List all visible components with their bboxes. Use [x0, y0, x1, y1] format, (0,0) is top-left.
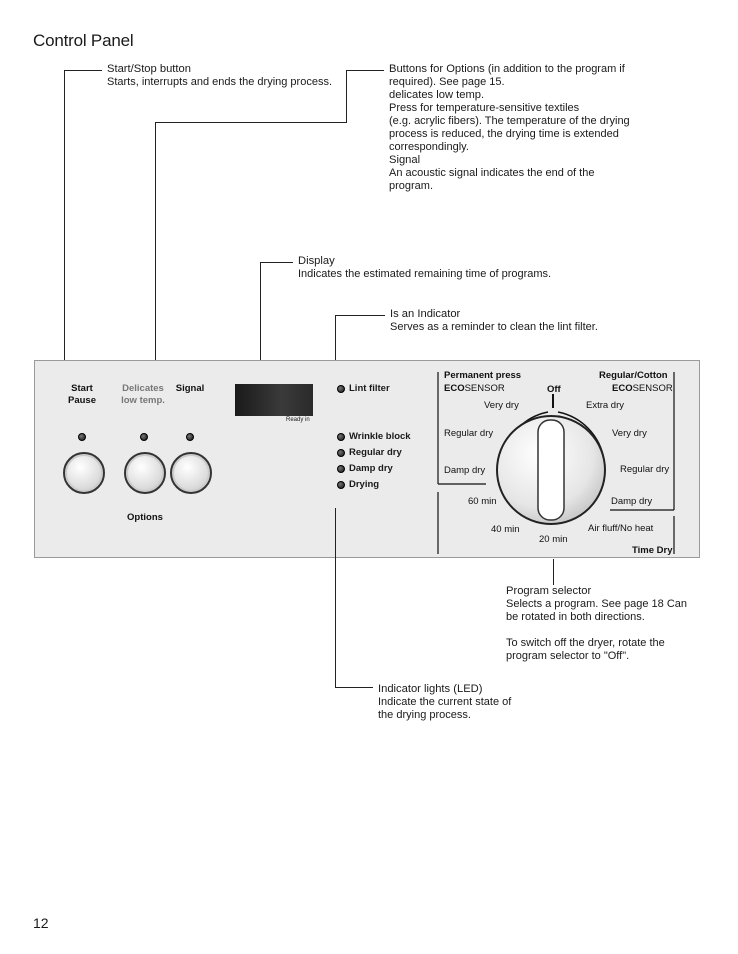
dial-very-dry-left: Very dry [484, 400, 519, 411]
delicates-label-line2: low temp. [121, 395, 165, 406]
delicates-button[interactable] [124, 452, 166, 494]
indicator-row: Wrinkle block [337, 431, 411, 442]
callout-options: Buttons for Options (in addition to the … [389, 63, 689, 193]
signal-led-icon [186, 433, 194, 441]
lint-filter-label: Lint filter [349, 383, 390, 394]
callout-delicates-line: (e.g. acrylic fibers). The temperature o… [389, 115, 630, 127]
callout-indicator-title: Is an Indicator [390, 308, 461, 320]
dial-extra-dry: Extra dry [586, 400, 625, 411]
indicator-label: Drying [349, 479, 380, 490]
callout-display: Display Indicates the estimated remainin… [298, 255, 551, 281]
callout-options-note: (in addition to the program if [487, 63, 625, 75]
eco-label: ECO [444, 383, 465, 394]
callout-program-selector-line: be rotated in both directions. [506, 611, 645, 623]
dial-20-min: 20 min [539, 534, 568, 545]
dial-regular-dry-left: Regular dry [444, 428, 494, 439]
dial-very-dry-right: Very dry [612, 428, 647, 439]
callout-program-selector-line: program selector to "Off". [506, 650, 630, 662]
callout-program-selector: Program selector Selects a program. See … [506, 585, 706, 663]
dial-air-fluff: Air fluff/No heat [588, 523, 654, 534]
options-label: Options [127, 512, 163, 523]
start-pause-label: Start Pause [60, 383, 104, 407]
callout-display-title: Display [298, 255, 335, 267]
callout-signal-line: An acoustic signal indicates the end of … [389, 167, 595, 179]
leader-line [260, 262, 261, 373]
indicator-label: Damp dry [349, 463, 393, 474]
callout-signal-title: Signal [389, 154, 421, 166]
delicates-label-line1: Delicates [122, 383, 164, 394]
callout-display-text: Indicates the estimated remaining time o… [298, 268, 552, 280]
time-display [235, 384, 313, 416]
leader-line [346, 70, 347, 123]
delicates-label: Delicates low temp. [116, 383, 170, 407]
lint-filter-indicator: Lint filter [337, 383, 390, 394]
eco-label: ECO [612, 383, 633, 394]
leader-line [155, 122, 156, 373]
page-title: Control Panel [33, 31, 134, 50]
callout-led-line: Indicate the current state of [378, 696, 512, 708]
indicator-row: Regular dry [337, 447, 402, 458]
damp-dry-led-icon [337, 464, 345, 473]
callout-indicator-text: Serves as a reminder to clean the lint f… [390, 321, 598, 333]
callout-delicates-title: delicates low temp. [389, 89, 485, 101]
dial-damp-dry-left: Damp dry [444, 465, 486, 476]
wrinkle-block-led-icon [337, 432, 345, 441]
leader-line [64, 70, 65, 373]
delicates-led-icon [140, 433, 148, 441]
dial-damp-dry-right: Damp dry [611, 496, 653, 507]
callout-program-selector-line: Selects a program. See page 18 Can [506, 598, 688, 610]
callout-indicator: Is an Indicator Serves as a reminder to … [390, 308, 598, 334]
dial-right-ecosensor: ECOSENSOR [612, 383, 673, 394]
leader-line [335, 315, 336, 373]
start-pause-button[interactable] [63, 452, 105, 494]
dial-regular-dry-right: Regular dry [620, 464, 670, 475]
leader-line [64, 70, 102, 71]
callout-delicates-line: Press for temperature-sensitive textiles [389, 102, 580, 114]
callout-options-title: Buttons for Options [389, 63, 485, 75]
dial-time-dry: Time Dry [632, 545, 673, 556]
indicator-row: Damp dry [337, 463, 393, 474]
callout-led-title: Indicator lights (LED) [378, 683, 483, 695]
lint-filter-led-icon [337, 384, 345, 393]
leader-line [553, 559, 554, 585]
signal-label: Signal [175, 383, 205, 394]
dial-left-header: Permanent press [444, 370, 522, 381]
indicator-label: Wrinkle block [349, 431, 411, 442]
leader-line [335, 687, 373, 688]
pause-label: Pause [68, 395, 96, 406]
callout-led: Indicator lights (LED) Indicate the curr… [378, 683, 558, 722]
callout-signal-line: program. [389, 180, 434, 192]
callout-led-line: the drying process. [378, 709, 471, 721]
leader-line [155, 122, 347, 123]
callout-start-stop-title: Start/Stop button [107, 63, 191, 75]
dial-off: Off [547, 384, 561, 395]
callout-program-selector-title: Program selector [506, 585, 592, 597]
leader-line [260, 262, 293, 263]
leader-line [346, 70, 384, 71]
callout-start-stop: Start/Stop button Starts, interrupts and… [107, 63, 332, 89]
dial-right-header: Regular/Cotton [599, 370, 668, 381]
program-selector-dial[interactable] [495, 414, 607, 526]
dial-left-ecosensor: ECOSENSOR [444, 383, 505, 394]
signal-button[interactable] [170, 452, 212, 494]
callout-program-selector-line: To switch off the dryer, rotate the [506, 637, 665, 649]
callout-start-stop-text: Starts, interrupts and ends the drying p… [107, 76, 333, 88]
sensor-label: SENSOR [632, 383, 673, 394]
dial-40-min: 40 min [491, 524, 520, 535]
display-caption: Ready in [286, 417, 310, 423]
indicator-row: Drying [337, 479, 379, 490]
callout-delicates-line: correspondingly. [389, 141, 469, 153]
leader-line [335, 508, 336, 687]
regular-dry-led-icon [337, 448, 345, 457]
leader-line [335, 315, 385, 316]
dial-60-min: 60 min [468, 496, 497, 507]
start-label: Start [71, 383, 93, 394]
callout-options-note-2: required). See page 15. [389, 76, 505, 88]
start-led-icon [78, 433, 86, 441]
drying-led-icon [337, 480, 345, 489]
callout-delicates-line: process is reduced, the drying time is e… [389, 128, 619, 140]
page-number: 12 [33, 915, 49, 931]
indicator-label: Regular dry [349, 447, 402, 458]
sensor-label: SENSOR [464, 383, 505, 394]
